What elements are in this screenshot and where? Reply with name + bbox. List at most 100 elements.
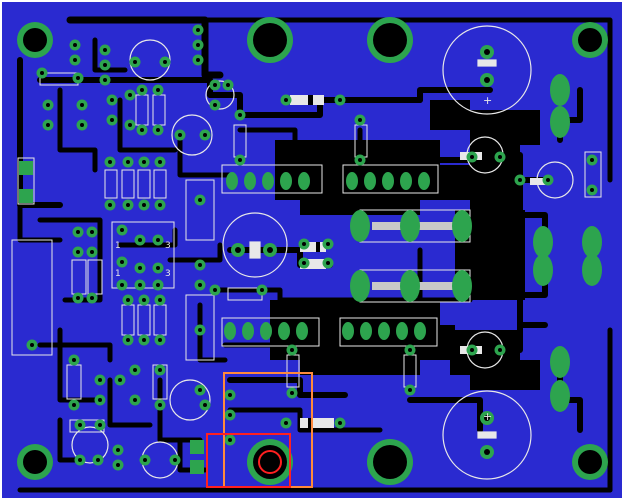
pad-drill	[73, 43, 77, 47]
pad-drill	[546, 178, 550, 182]
pad-drill	[138, 283, 142, 287]
pad-drill	[213, 103, 217, 107]
pad-drill	[238, 113, 242, 117]
pad-drill	[103, 63, 107, 67]
q-bottom-left	[221, 317, 320, 347]
pad-drill	[158, 298, 162, 302]
pad-drill	[196, 58, 200, 62]
pad-drill	[46, 103, 50, 107]
c-film-big	[11, 239, 53, 356]
pad-drill	[156, 266, 160, 270]
pad-drill	[203, 403, 207, 407]
pad-drill	[140, 88, 144, 92]
pad-drill	[90, 296, 94, 300]
jumper-label-a: 1	[115, 241, 121, 251]
pad-drill	[126, 160, 130, 164]
pad-drill	[156, 88, 160, 92]
pad-drill	[213, 288, 217, 292]
r-power-1	[350, 209, 472, 243]
pad-drill	[326, 242, 330, 246]
r-vertical-left-4	[153, 169, 167, 199]
hole-bottom-center	[247, 439, 293, 485]
r-tall-2	[185, 294, 215, 361]
pad-drill	[98, 378, 102, 382]
cap-small-6	[169, 379, 211, 421]
cap-top-right: +	[442, 25, 532, 115]
pad-drill	[133, 398, 137, 402]
hole-top-left	[17, 22, 53, 58]
pad-drill	[80, 123, 84, 127]
jumper-label-b: 3	[165, 241, 171, 251]
pad-drill	[96, 458, 100, 462]
pad-drill	[98, 423, 102, 427]
pad-drill	[116, 463, 120, 467]
r-vertical-left-2	[121, 169, 135, 199]
pad-drill	[133, 60, 137, 64]
power-resistors	[350, 74, 602, 412]
pad-drill	[163, 60, 167, 64]
pad-drill	[156, 128, 160, 132]
pad-drill	[76, 296, 80, 300]
pad-drill	[338, 98, 342, 102]
pad-drill	[103, 78, 107, 82]
pad-drill	[78, 458, 82, 462]
mounting-holes	[17, 17, 608, 485]
pad-drill	[138, 266, 142, 270]
square-pads	[19, 161, 204, 474]
pad-drill	[284, 98, 288, 102]
pad-drill	[196, 28, 200, 32]
connector-left	[17, 157, 35, 205]
pad-drill	[470, 348, 474, 352]
pad-drill	[80, 103, 84, 107]
pad-drill	[590, 188, 594, 192]
pad-drill	[203, 133, 207, 137]
r-power-3	[550, 74, 570, 138]
pad-drill	[103, 48, 107, 52]
cap-small-9	[205, 80, 235, 110]
pad-drill	[73, 58, 77, 62]
pad-drill	[198, 198, 202, 202]
cap-center	[222, 212, 288, 278]
pad-drill	[30, 343, 34, 347]
transistors	[221, 164, 439, 347]
svg-text:+: +	[483, 410, 492, 423]
pad-drill	[143, 458, 147, 462]
pad-drill	[302, 261, 306, 265]
cap-small-8	[71, 426, 109, 464]
pad-drill	[158, 338, 162, 342]
pad-drill	[302, 242, 306, 246]
pad-drill	[72, 358, 76, 362]
pad-drill	[158, 403, 162, 407]
pad-drill	[126, 203, 130, 207]
r-vertical-left-3	[137, 169, 151, 199]
pad-drill	[142, 298, 146, 302]
pad-drill	[358, 158, 362, 162]
pad-drill	[158, 203, 162, 207]
q-bottom-right	[339, 317, 438, 347]
through-hole-pads	[26, 24, 598, 471]
connector-right	[584, 151, 602, 198]
selection-box-red[interactable]	[206, 433, 291, 488]
pad-drill	[228, 413, 232, 417]
pad-drill	[260, 288, 264, 292]
selected-pad[interactable]	[258, 450, 282, 474]
r-tall-1	[185, 179, 215, 241]
pad-drill	[76, 230, 80, 234]
r-power-2	[350, 269, 472, 303]
pad-drill	[590, 158, 594, 162]
pad-drill	[284, 421, 288, 425]
pad-drill	[198, 263, 202, 267]
hole-top-right	[572, 22, 608, 58]
pad-drill	[138, 238, 142, 242]
pad-drill	[110, 98, 114, 102]
pad-drill	[128, 93, 132, 97]
pad-drill	[108, 203, 112, 207]
pad-drill	[128, 123, 132, 127]
hole-bottom-mid	[367, 439, 413, 485]
hole-bottom-left	[17, 444, 53, 480]
q-top-left	[221, 164, 323, 194]
pad-drill	[228, 438, 232, 442]
pad-drill	[158, 368, 162, 372]
pad-drill	[98, 398, 102, 402]
